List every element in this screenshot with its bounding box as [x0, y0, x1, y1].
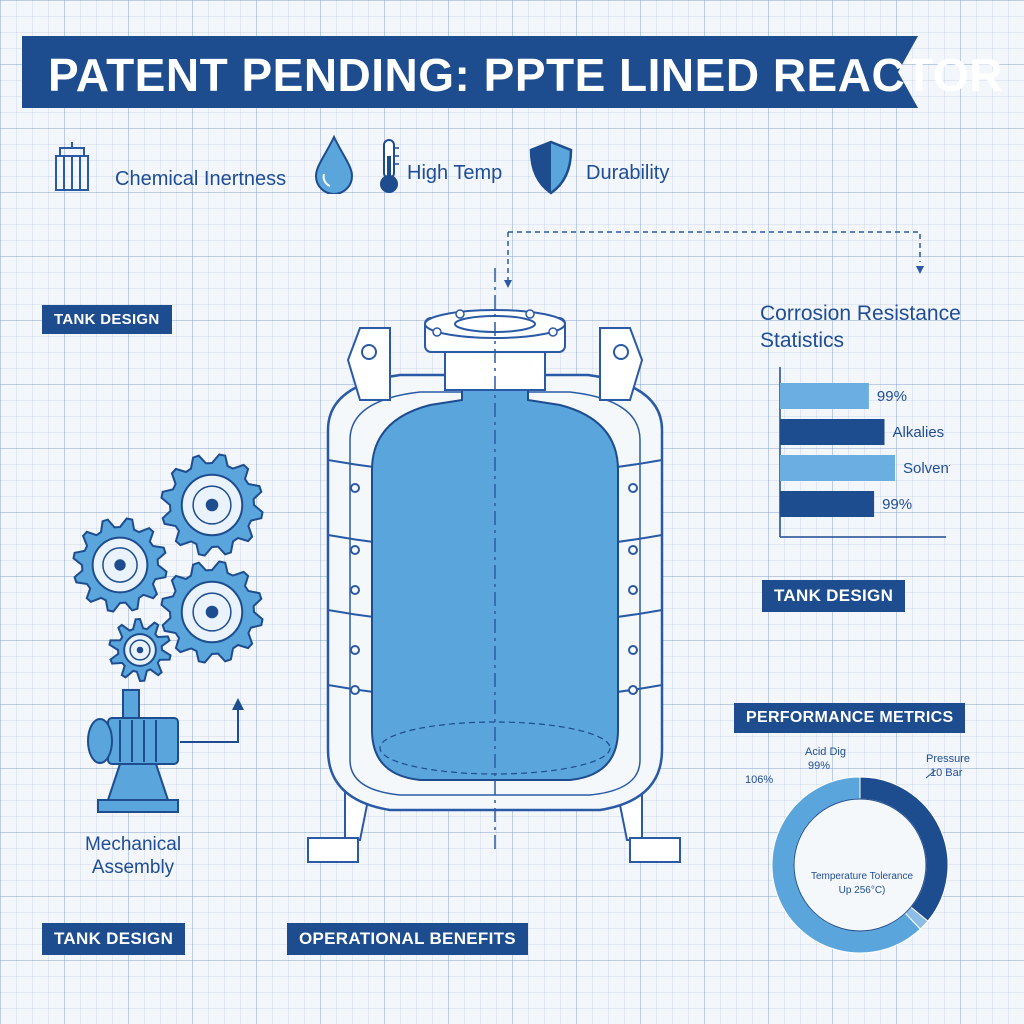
bar-3 — [780, 491, 875, 517]
bolt — [350, 545, 360, 555]
donut-label-pressure-value: 10 Bar — [930, 767, 963, 779]
bolt — [350, 645, 360, 655]
bar-label-3: 99% — [882, 496, 912, 513]
bolt — [628, 545, 638, 555]
bar-1 — [780, 419, 885, 445]
tank-design-tag-bottom-left: TANK DESIGN — [42, 923, 186, 955]
bolt — [628, 685, 638, 695]
caption-line-1: Mechanical — [84, 834, 182, 855]
bar-label-1: Alkalies — [893, 424, 945, 441]
corrosion-bar-chart: 99% AlkaliesSolvents 99% — [779, 367, 950, 538]
bar-label-2: Solvents — [903, 460, 950, 477]
donut-label-acid: Acid Dig — [805, 746, 846, 758]
bar-0 — [780, 383, 869, 409]
bolt — [350, 585, 360, 595]
tank-design-tag-top-left: TANK DESIGN — [42, 305, 172, 334]
gear-icon — [160, 453, 264, 557]
container-icon — [55, 142, 89, 191]
performance-donut-chart — [771, 770, 949, 954]
donut-center-line-1: Temperature Tolerance — [810, 871, 914, 882]
thermometer-icon — [380, 139, 399, 193]
page-title: PATENT PENDING: PPTE LINED REACTOR — [48, 49, 1003, 101]
bar-label-0: 99% — [877, 388, 907, 405]
bar-chart-title-line-1: Corrosion Resistance — [760, 302, 961, 325]
performance-metrics-tag: PERFORMANCE METRICS — [734, 703, 966, 733]
feature-durability-label: Durability — [586, 162, 670, 184]
bolt — [628, 645, 638, 655]
motor-icon — [87, 689, 179, 813]
operational-benefits-tag: OPERATIONAL BENEFITS — [287, 923, 528, 955]
bolt — [628, 483, 638, 493]
bar-chart-title: Corrosion Resistance Statistics — [760, 300, 961, 354]
donut-label-acid-value: 99% — [808, 760, 831, 772]
bar-chart-title-line-2: Statistics — [760, 329, 845, 352]
donut-center-label: Temperature Tolerance Up 256°C) — [802, 870, 922, 898]
title-banner — [22, 36, 918, 108]
gear-icon — [160, 560, 264, 664]
donut-label-pressure: Pressure — [926, 753, 971, 765]
bar-2 — [780, 455, 895, 481]
bolt — [628, 585, 638, 595]
feature-chemical-inertness-label: Chemical Inertness — [115, 168, 287, 190]
mechanical-assembly-caption: Mechanical Assembly — [78, 833, 188, 879]
bolt — [350, 483, 360, 493]
tank-design-tag-right: TANK DESIGN — [762, 580, 906, 612]
bolt — [350, 685, 360, 695]
caption-line-2: Assembly — [91, 857, 175, 878]
donut-center-line-2: Up 256°C) — [838, 885, 886, 896]
donut-label-106: 106% — [745, 774, 774, 786]
feature-high-temp-label: High Temp — [407, 162, 503, 184]
shield-icon — [529, 140, 573, 195]
droplet-icon — [314, 134, 354, 194]
gear-icon — [72, 517, 168, 613]
gear-icon — [108, 617, 172, 683]
